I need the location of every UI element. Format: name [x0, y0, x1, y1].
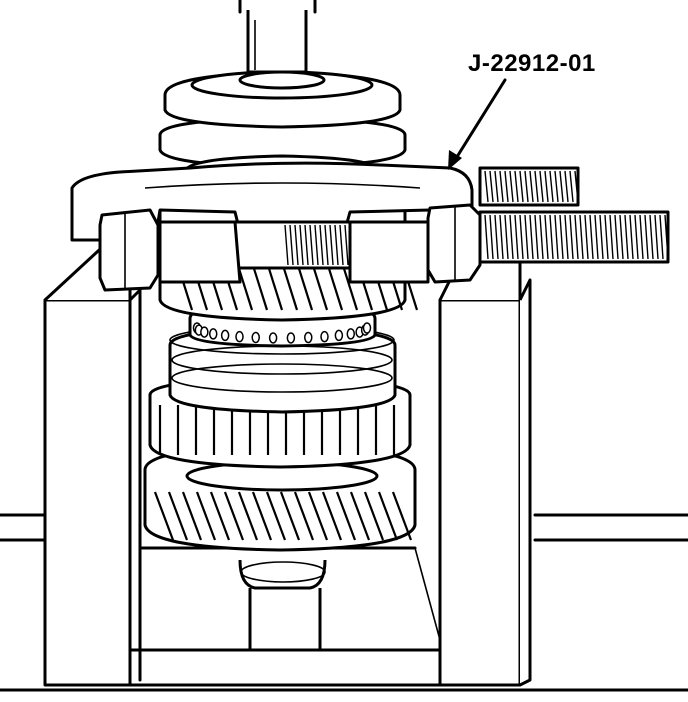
tool-number-label: J-22912-01 [468, 50, 596, 77]
synchronizer-hub [168, 301, 397, 414]
bottom-shaft [238, 559, 327, 650]
press-table-rails [0, 513, 688, 692]
bearing-separator-tool [70, 161, 670, 292]
callout-leader-arrow [448, 78, 507, 170]
press-ram [238, 0, 317, 74]
